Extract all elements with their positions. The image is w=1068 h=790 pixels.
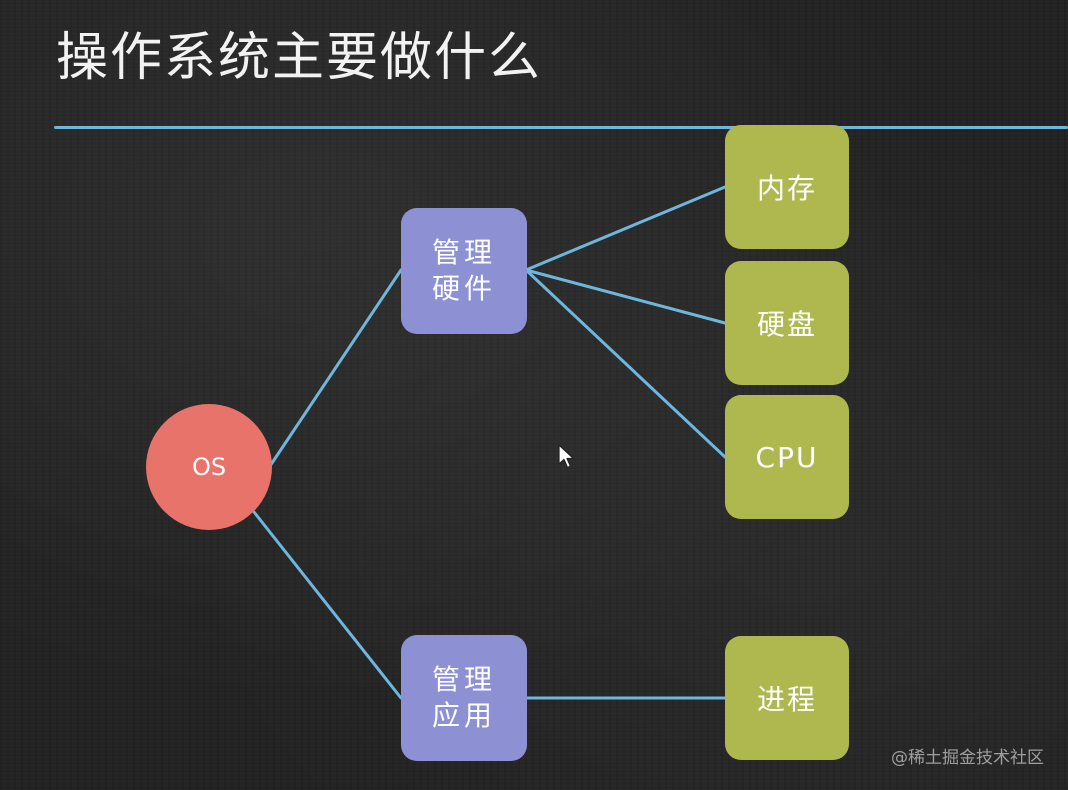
node-manage-hardware: 管理硬件 (401, 208, 527, 334)
node-memory: 内存 (725, 125, 849, 249)
node-manage-apps-label: 管理应用 (431, 663, 496, 732)
node-cpu-label: CPU (755, 440, 819, 474)
mouse-cursor-icon (558, 444, 575, 469)
node-process-label: 进程 (756, 683, 817, 716)
edge-os-apps (252, 510, 403, 700)
watermark: @稀土掘金技术社区 (891, 748, 1044, 768)
node-os: OS (146, 404, 272, 530)
edge-hardware-memory (524, 185, 727, 272)
edge-hardware-disk (524, 268, 727, 325)
node-disk: 硬盘 (725, 261, 849, 385)
node-os-label: OS (191, 453, 227, 481)
edge-os-hardware (268, 268, 403, 468)
node-process: 进程 (725, 636, 849, 760)
node-disk-label: 硬盘 (756, 308, 817, 341)
node-manage-apps: 管理应用 (401, 635, 527, 761)
title-divider (54, 126, 1068, 129)
slide-title: 操作系统主要做什么 (56, 28, 543, 88)
node-manage-hardware-label: 管理硬件 (431, 236, 496, 305)
node-memory-label: 内存 (756, 172, 817, 205)
edge-hardware-cpu (524, 268, 727, 459)
node-cpu: CPU (725, 395, 849, 519)
